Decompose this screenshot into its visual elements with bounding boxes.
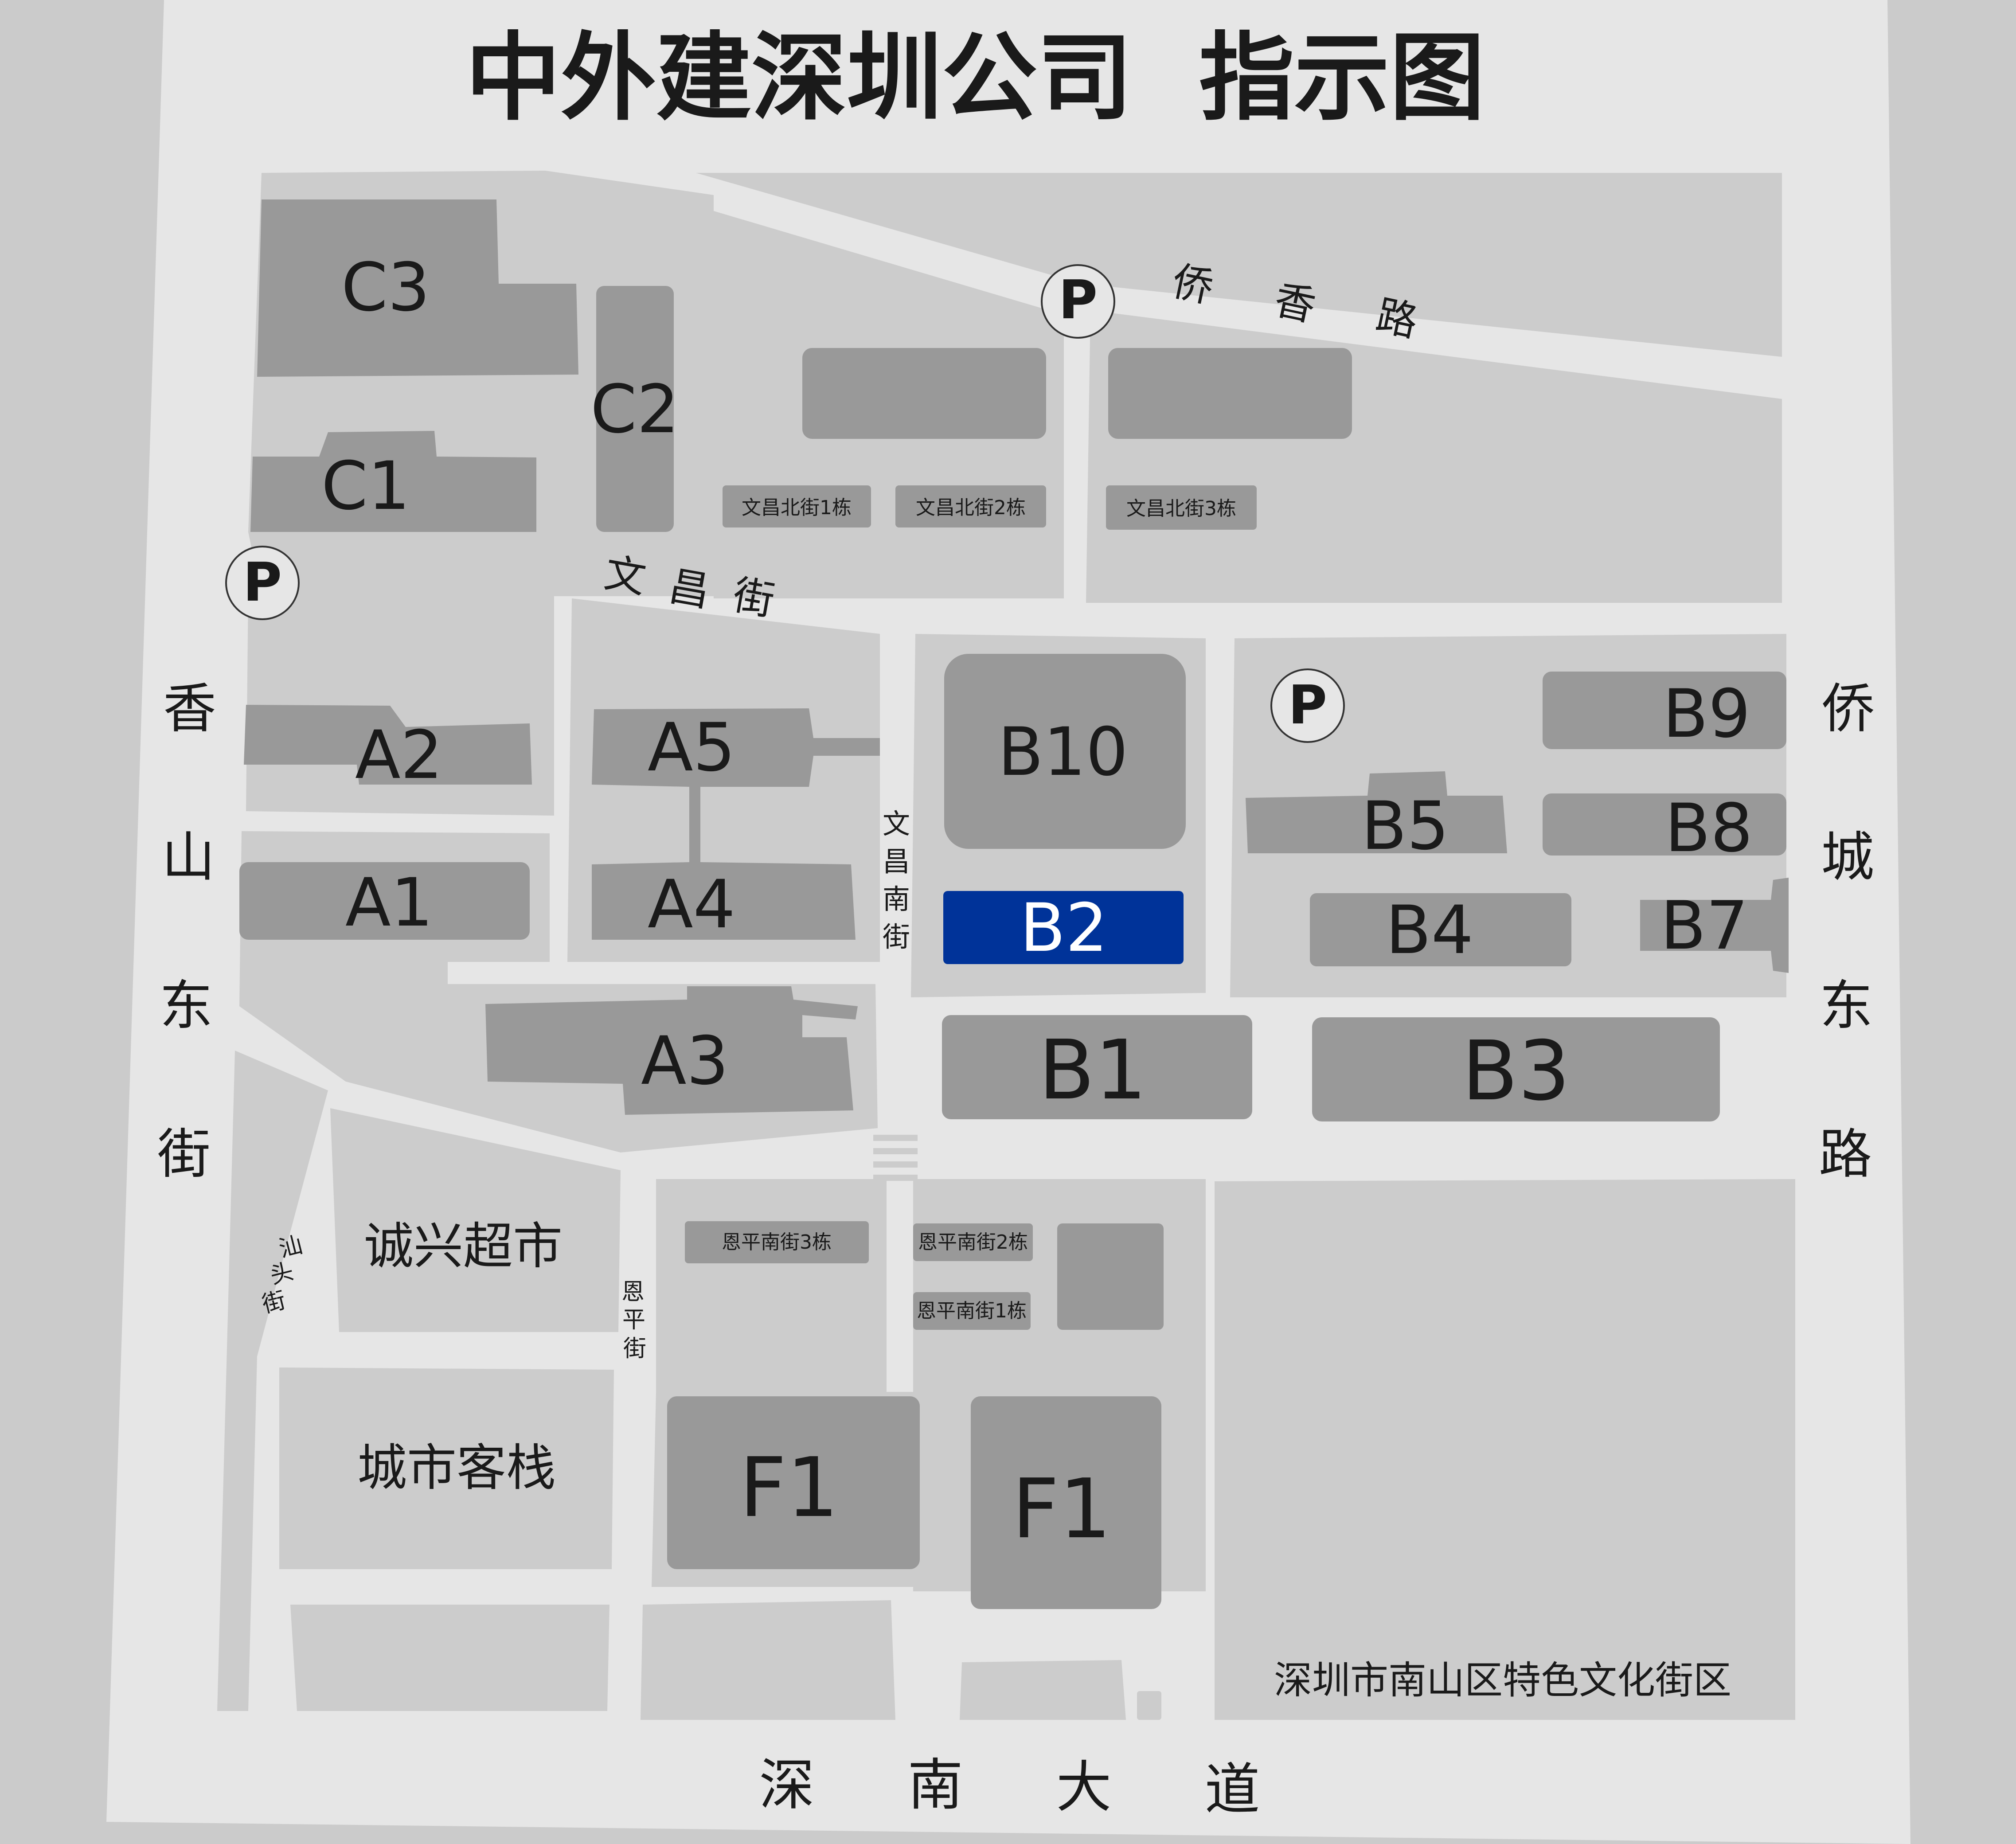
parking-marker-north[interactable]: P <box>1041 264 1115 339</box>
small-structure <box>1137 1691 1161 1720</box>
crosswalk <box>873 1135 918 1181</box>
label-inn: 城市客栈 <box>357 1439 556 1497</box>
label-wenchangbei-2: 文昌北街2栋 <box>916 496 1026 519</box>
building-f1-left[interactable] <box>667 1396 920 1569</box>
building-a3[interactable] <box>485 986 858 1115</box>
building-b10[interactable] <box>944 654 1186 849</box>
street-wenchang-1: 文 <box>601 549 649 602</box>
building-c3[interactable] <box>257 199 578 377</box>
street-shennan-1: 深 <box>759 1753 815 1817</box>
building-a5[interactable] <box>592 708 880 940</box>
building-b8[interactable] <box>1543 793 1786 856</box>
label-box-enpingnan-2[interactable] <box>913 1223 1033 1261</box>
building-b3[interactable] <box>1312 1017 1720 1121</box>
street-qiaoxiang-1: 侨 <box>1168 257 1218 312</box>
street-xiangshan-1: 香 <box>163 678 216 740</box>
label-b3: B3 <box>1462 1023 1571 1119</box>
label-c2: C2 <box>590 371 679 448</box>
street-xiangshan-3: 东 <box>160 975 213 1037</box>
parking-marker-east[interactable]: P <box>1270 668 1345 743</box>
building-south-square[interactable] <box>1057 1223 1164 1330</box>
building-a1[interactable] <box>239 862 530 940</box>
label-c3: C3 <box>341 249 430 326</box>
street-xiangshan-4: 街 <box>157 1124 211 1185</box>
building-b2[interactable] <box>943 891 1184 964</box>
label-a3: A3 <box>641 1023 729 1100</box>
label-box-wenchangbei-3[interactable] <box>1106 485 1257 530</box>
street-wenchangnan-3: 南 <box>883 883 910 915</box>
building-b1[interactable] <box>942 1015 1252 1119</box>
label-b5: B5 <box>1361 788 1449 865</box>
label-b10: B10 <box>998 714 1128 791</box>
street-enping-3: 街 <box>623 1336 646 1362</box>
street-wenchangnan-4: 街 <box>883 921 910 953</box>
building-c2[interactable] <box>596 286 674 532</box>
label-a1: A1 <box>345 864 433 942</box>
label-box-wenchangbei-1[interactable] <box>723 485 871 527</box>
label-a5: A5 <box>648 709 735 786</box>
street-qiaoxiang-3: 路 <box>1372 291 1422 346</box>
building-c1[interactable] <box>250 431 536 532</box>
street-qiaocheng-1: 侨 <box>1822 678 1875 740</box>
label-b9: B9 <box>1663 676 1750 753</box>
building-north-2[interactable] <box>1108 348 1352 439</box>
street-wenchangnan-1: 文 <box>883 808 910 840</box>
label-district: 深圳市南山区特色文化街区 <box>1274 1658 1731 1703</box>
label-enpingnan-2: 恩平南街2栋 <box>918 1231 1028 1254</box>
building-b5[interactable] <box>1246 771 1507 853</box>
map-title: 中外建深圳公司 指示图 <box>465 22 1485 133</box>
label-box-enpingnan-1[interactable] <box>913 1292 1031 1330</box>
label-enpingnan-1: 恩平南街1栋 <box>917 1300 1027 1322</box>
building-b4[interactable] <box>1310 893 1571 966</box>
label-b7: B7 <box>1660 887 1748 965</box>
street-enping-2: 平 <box>622 1307 645 1333</box>
label-c1: C1 <box>321 448 410 525</box>
parking-label: P <box>243 552 282 613</box>
street-qiaocheng-4: 路 <box>1819 1124 1872 1185</box>
parking-label: P <box>1288 675 1327 736</box>
street-xiangshan-2: 山 <box>162 827 215 888</box>
label-b2: B2 <box>1020 890 1108 967</box>
label-box-enpingnan-3[interactable] <box>685 1221 869 1263</box>
label-b8: B8 <box>1665 790 1753 867</box>
street-shennan-3: 大 <box>1056 1755 1112 1820</box>
label-b4: B4 <box>1386 892 1473 969</box>
label-wenchangbei-3: 文昌北街3栋 <box>1126 497 1236 520</box>
street-wenchang-2: 昌 <box>665 562 714 616</box>
label-f1-left: F1 <box>739 1440 839 1535</box>
street-shennan-4: 道 <box>1205 1758 1260 1822</box>
label-f1-right: F1 <box>1012 1461 1111 1557</box>
street-enping-1: 恩 <box>621 1279 645 1305</box>
label-enpingnan-3: 恩平南街3栋 <box>722 1231 832 1254</box>
street-qiaocheng-2: 城 <box>1821 827 1874 888</box>
street-shennan-2: 南 <box>908 1753 963 1817</box>
street-wenchangnan-2: 昌 <box>883 845 910 878</box>
label-wenchangbei-1: 文昌北街1栋 <box>742 496 852 519</box>
street-qiaocheng-3: 东 <box>1820 975 1873 1037</box>
building-a2[interactable] <box>244 705 532 785</box>
street-qiaoxiang-2: 香 <box>1270 276 1320 331</box>
building-b7[interactable] <box>1640 878 1789 973</box>
street-wenchang-3: 街 <box>730 571 778 625</box>
parking-marker-west[interactable]: P <box>225 546 300 620</box>
label-box-wenchangbei-2[interactable] <box>895 485 1046 527</box>
building-north-1[interactable] <box>802 348 1046 439</box>
label-a4: A4 <box>648 866 735 943</box>
label-a2: A2 <box>355 717 443 794</box>
parking-label: P <box>1059 270 1098 331</box>
building-b9[interactable] <box>1543 672 1786 749</box>
label-supermarket: 诚兴超市 <box>364 1218 563 1275</box>
label-b1: B1 <box>1039 1022 1147 1118</box>
building-f1-right[interactable] <box>971 1396 1161 1609</box>
